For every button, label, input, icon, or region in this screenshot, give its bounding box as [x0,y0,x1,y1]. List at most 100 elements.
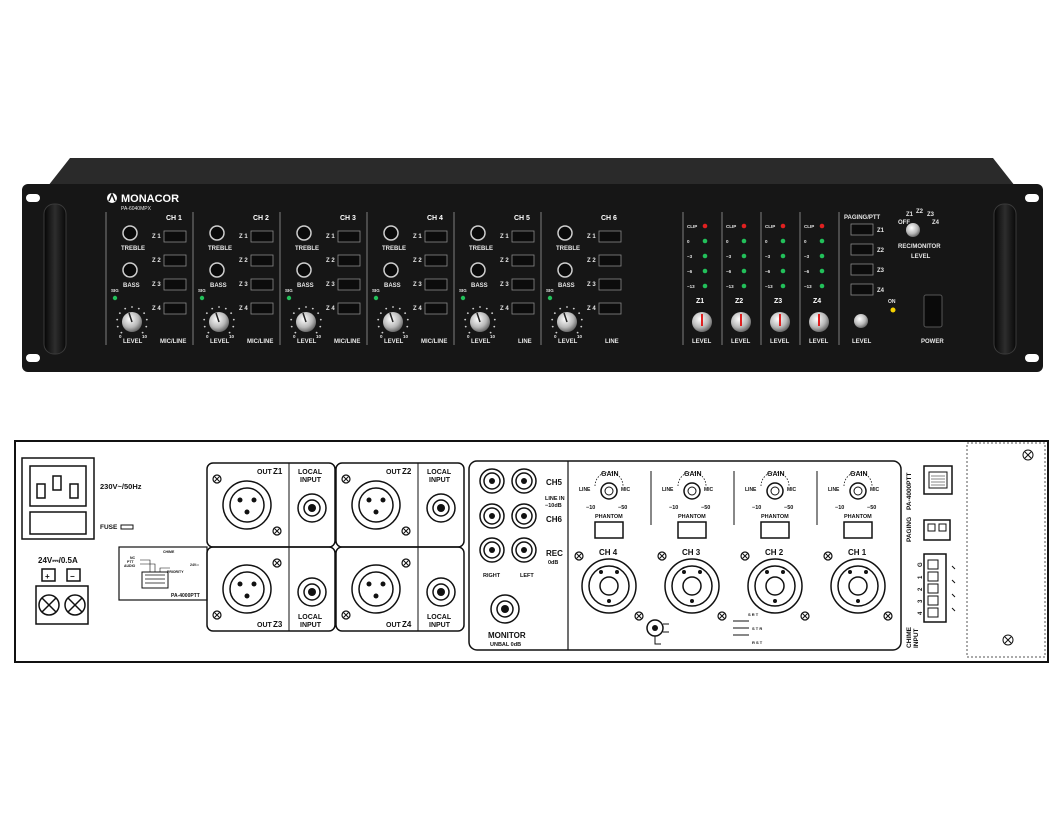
paging-level-knob[interactable] [854,314,868,328]
zone-assign-button[interactable] [163,278,187,291]
mains-inlet[interactable] [21,457,95,540]
bass-knob[interactable] [557,262,573,278]
combo-xlr-jack[interactable] [664,558,720,614]
bass-knob[interactable] [470,262,486,278]
gain-trim-knob[interactable] [849,482,867,500]
gain-trim-knob[interactable] [766,482,784,500]
phantom-switch[interactable] [677,521,707,539]
local-input-jack[interactable] [426,493,456,523]
rec-level: 0dB [548,560,558,566]
zone-assign-button[interactable] [511,230,535,243]
bass-label: BASS [384,283,401,289]
treble-knob[interactable] [296,225,312,241]
xlr-output-connector[interactable] [222,480,272,530]
pin-label-2: S T R [752,626,762,631]
power-label: POWER [921,339,944,345]
power-switch[interactable] [923,294,943,328]
combo-xlr-jack[interactable] [581,558,637,614]
zone-assign-button[interactable] [337,254,361,267]
zone-assign-button[interactable] [424,254,448,267]
local-input-jack[interactable] [426,577,456,607]
bass-label: BASS [123,283,140,289]
zone-assign-button[interactable] [598,302,622,315]
pa4000ptt-rj45[interactable] [923,465,953,495]
treble-knob[interactable] [209,225,225,241]
selector-label-z2: Z2 [916,209,924,215]
rca-jack[interactable] [479,468,505,494]
output-screw [341,474,351,484]
gain-trim-knob[interactable] [600,482,618,500]
local-input-jack[interactable] [297,577,327,607]
zone-assign-button[interactable] [424,278,448,291]
xlr-output-connector[interactable] [222,564,272,614]
zone-assign-button[interactable] [424,302,448,315]
xlr-output-connector[interactable] [351,564,401,614]
gain-line-label: LINE [828,487,840,493]
zone-assign-button[interactable] [163,302,187,315]
combo-xlr-jack[interactable] [830,558,886,614]
channel-name: CH 1 [166,215,182,222]
combo-xlr-jack[interactable] [747,558,803,614]
zone-assign-button[interactable] [337,230,361,243]
zone-assign-button[interactable] [337,278,361,291]
knob-scale-min: 0 [380,334,383,339]
expansion-slot-cover [966,442,1046,658]
rec-monitor-zone-selector[interactable] [906,223,920,237]
output-zone-label: Z2 [402,467,412,476]
zone-assign-button[interactable] [250,302,274,315]
zone-assign-button[interactable] [337,302,361,315]
bass-knob[interactable] [296,262,312,278]
mic-channel-label: CH 4 [599,548,618,557]
chime-pin-label: 3 [918,599,924,603]
bass-knob[interactable] [209,262,225,278]
bass-knob[interactable] [383,262,399,278]
xlr-output-connector[interactable] [351,480,401,530]
rca-jack[interactable] [511,537,537,563]
zone-assign-button[interactable] [424,230,448,243]
phantom-switch[interactable] [843,521,873,539]
phantom-switch[interactable] [760,521,790,539]
treble-knob[interactable] [470,225,486,241]
rca-jack[interactable] [511,468,537,494]
treble-knob[interactable] [122,225,138,241]
zone-assign-button[interactable] [511,254,535,267]
zone-assign-button[interactable] [163,230,187,243]
zone-assign-button[interactable] [511,302,535,315]
zone-assign-button[interactable] [250,278,274,291]
chime-terminal[interactable] [923,553,947,623]
phantom-label: PHANTOM [844,514,872,520]
treble-knob[interactable] [557,225,573,241]
rca-jack[interactable] [479,503,505,529]
gain-mic-label: MIC [787,487,797,493]
paging-zone-button[interactable] [850,283,874,296]
rca-jack[interactable] [511,503,537,529]
monitor-jack[interactable] [490,594,520,624]
zone-button-label: Z 1 [239,234,248,240]
paging-zone-button[interactable] [850,223,874,236]
rca-jack[interactable] [479,537,505,563]
gain-trim-knob[interactable] [683,482,701,500]
ch5-label: CH5 [546,478,563,487]
zone-assign-button[interactable] [598,254,622,267]
zone-assign-button[interactable] [163,254,187,267]
zone-assign-button[interactable] [598,230,622,243]
dc-terminal[interactable] [35,585,89,625]
bass-knob[interactable] [122,262,138,278]
zone-assign-button[interactable] [511,278,535,291]
zone-assign-button[interactable] [598,278,622,291]
paging-zone-button[interactable] [850,263,874,276]
local-input-jack[interactable] [297,493,327,523]
output-screw [272,526,282,536]
zone-assign-button[interactable] [250,254,274,267]
gain-label: GAIN [684,471,702,478]
zone-assign-button[interactable] [250,230,274,243]
paging-title: PAGING/PTT [844,215,881,221]
paging-zone-button[interactable] [850,243,874,256]
phantom-switch[interactable] [594,521,624,539]
treble-knob[interactable] [383,225,399,241]
paging-terminal[interactable] [923,519,951,541]
